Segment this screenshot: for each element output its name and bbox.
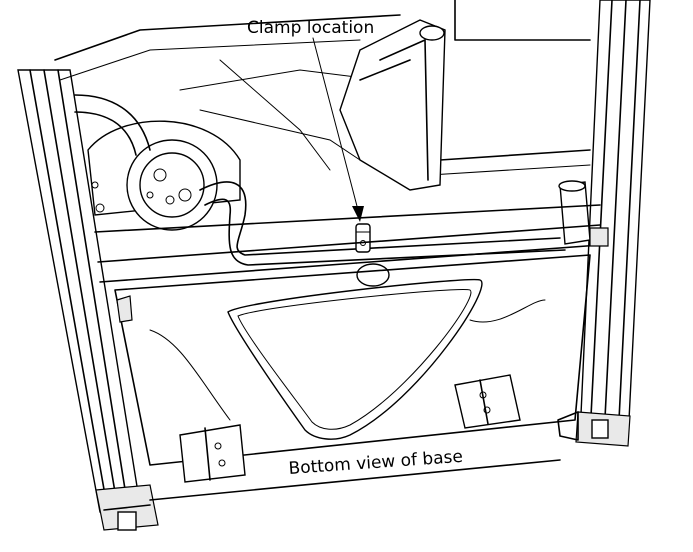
right-foot-bracket: [454, 374, 521, 429]
clamp-callout-arrow: [312, 37, 364, 222]
air-duct: [339, 19, 446, 191]
hose-clamp: [355, 223, 371, 253]
base-pan: [114, 227, 609, 466]
drain-hose: [74, 94, 591, 266]
front-crossbar: [94, 204, 601, 287]
left-side-rail: [17, 69, 159, 531]
clamp-location-label: Clamp location: [247, 18, 374, 38]
bottom-view-label: Bottom view of base: [288, 447, 464, 479]
base-bottom-edge: [149, 459, 561, 501]
left-foot-bracket: [179, 424, 246, 483]
blower-housing: [87, 120, 241, 231]
